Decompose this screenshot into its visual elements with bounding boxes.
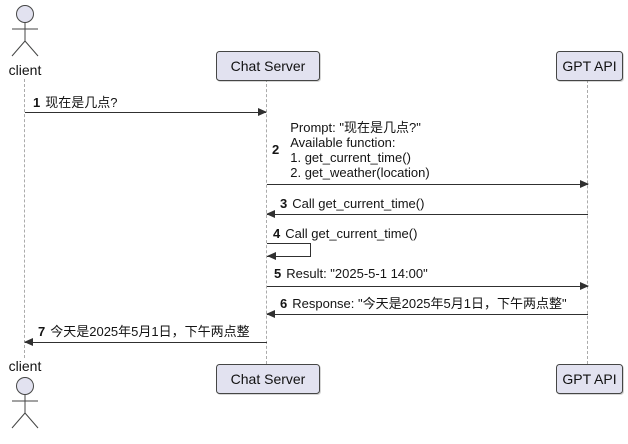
- message-7-text: 今天是2025年5月1日，下午两点整: [50, 324, 250, 339]
- message-7-arrow: [24, 338, 267, 346]
- message-2-line-4: 2. get_weather(location): [290, 165, 430, 180]
- message-4-label: 4 Call get_current_time(): [273, 226, 417, 242]
- message-4-text: Call get_current_time(): [285, 226, 418, 241]
- participant-chat-server-bottom: Chat Server: [216, 364, 320, 394]
- message-3-text: Call get_current_time(): [292, 196, 425, 211]
- message-3-label: 3 Call get_current_time(): [280, 196, 424, 212]
- arrowhead-left-icon: [267, 252, 276, 260]
- message-7-number: 7: [38, 324, 46, 339]
- message-1-arrow: [25, 108, 267, 116]
- message-1-number: 1: [33, 95, 41, 110]
- message-2-line-2: Available function:: [290, 135, 396, 150]
- arrowhead-right-icon: [580, 180, 589, 188]
- lifeline-chat-server: [266, 79, 267, 364]
- message-2-label: 2 Prompt: "现在是几点?" Available function: 1…: [272, 120, 430, 180]
- participant-chat-server-top: Chat Server: [216, 51, 320, 81]
- message-7-label: 7 今天是2025年5月1日，下午两点整: [38, 324, 250, 340]
- message-5-arrow: [267, 282, 589, 290]
- message-2-line-3: 1. get_current_time(): [290, 150, 411, 165]
- message-4-number: 4: [273, 226, 281, 241]
- arrowhead-right-icon: [580, 282, 589, 290]
- message-2-line-1: Prompt: "现在是几点?": [290, 120, 421, 135]
- message-1-text: 现在是几点?: [45, 95, 118, 110]
- message-6-text: Response: "今天是2025年5月1日，下午两点整": [292, 296, 567, 311]
- message-2-lines: Prompt: "现在是几点?" Available function: 1. …: [290, 120, 429, 180]
- message-5-text: Result: "2025-5-1 14:00": [286, 266, 428, 281]
- message-3-number: 3: [280, 196, 288, 211]
- arrowhead-left-icon: [266, 210, 275, 218]
- actor-icon: [11, 5, 39, 57]
- message-5-number: 5: [274, 266, 282, 281]
- actor-icon: [11, 377, 39, 429]
- actor-label-client-bottom: client: [8, 358, 42, 374]
- participant-gpt-api-bottom: GPT API: [556, 364, 623, 394]
- arrowhead-right-icon: [258, 108, 267, 116]
- actor-label-client-top: client: [8, 62, 42, 78]
- message-6-arrow: [266, 310, 588, 318]
- arrowhead-left-icon: [24, 338, 33, 346]
- arrowhead-left-icon: [266, 310, 275, 318]
- message-3-arrow: [266, 210, 588, 218]
- message-2-arrow: [267, 180, 589, 188]
- lifeline-client: [24, 79, 25, 358]
- message-4-self-loop: [267, 243, 311, 257]
- message-6-number: 6: [280, 296, 288, 311]
- participant-gpt-api-top: GPT API: [556, 51, 623, 81]
- lifeline-gpt-api: [587, 80, 588, 364]
- message-2-number: 2: [272, 142, 280, 157]
- message-5-label: 5 Result: "2025-5-1 14:00": [274, 266, 428, 282]
- message-1-label: 1 现在是几点?: [33, 95, 117, 111]
- message-6-label: 6 Response: "今天是2025年5月1日，下午两点整": [280, 296, 567, 312]
